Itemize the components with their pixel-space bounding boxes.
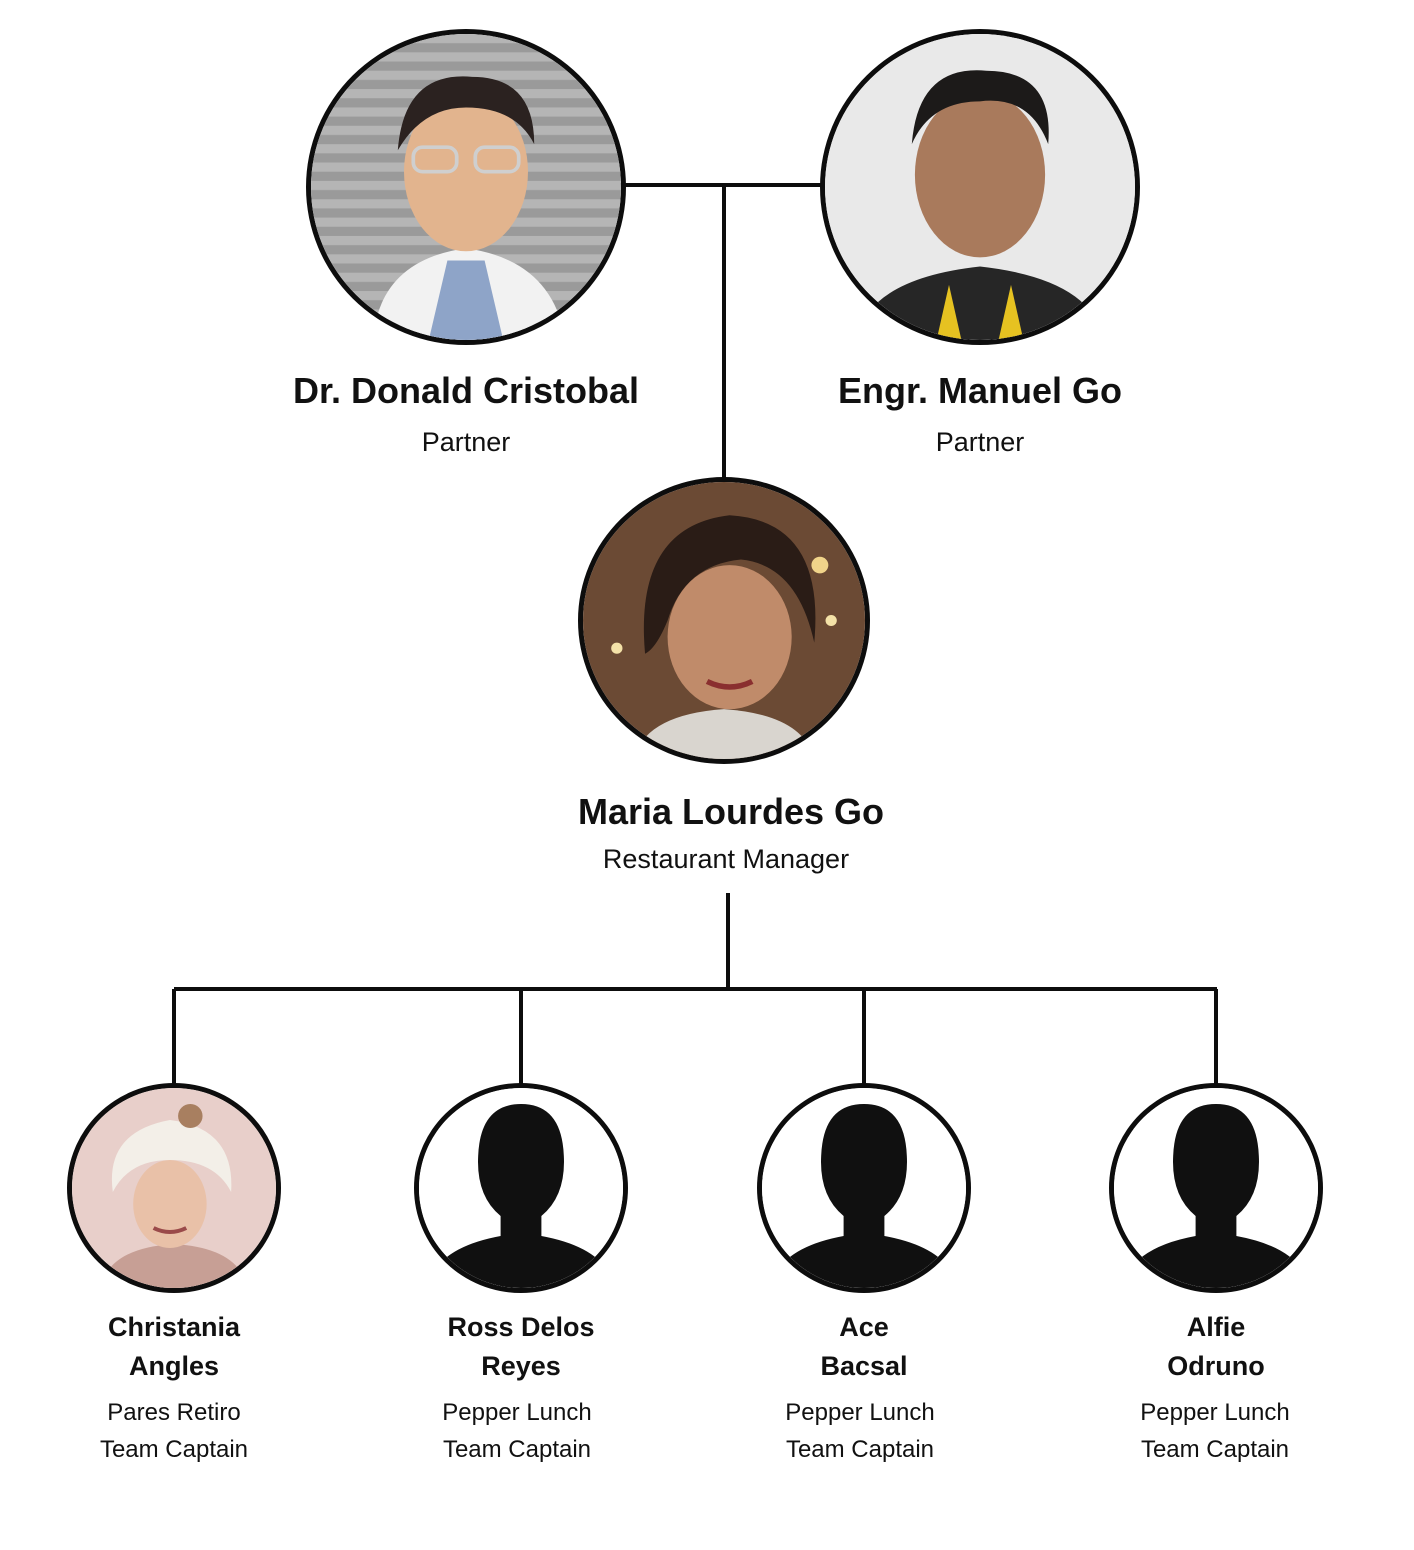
team-name-line2: Odruno (1167, 1351, 1265, 1381)
team-role-line1: Pepper Lunch (442, 1399, 592, 1426)
team-name-line1: Christania (107, 1312, 241, 1342)
partner-name-donald: Dr. Donald Cristobal (292, 370, 640, 411)
manager-name: Maria Lourdes Go (577, 791, 885, 832)
team-role-line1: Pepper Lunch (1140, 1399, 1290, 1426)
team-name-line1: Ace (839, 1312, 889, 1342)
team-role-line2: Team Captain (1140, 1436, 1290, 1463)
team-name-line2: Angles (128, 1351, 220, 1381)
team-role-line2: Team Captain (442, 1436, 592, 1463)
team-photo-alfie (1109, 1083, 1323, 1293)
team-name-line1: Alfie (1186, 1312, 1246, 1342)
team-name-christania: Christania Angles (44, 1308, 304, 1386)
manager-role: Restaurant Manager (602, 844, 850, 874)
team-name-line1: Ross Delos (447, 1312, 595, 1342)
partner-photo-manuel (820, 29, 1140, 345)
silhouette-icon (1122, 1104, 1310, 1288)
team-name-line2: Bacsal (820, 1351, 908, 1381)
partner-role-manuel: Partner (935, 427, 1025, 457)
partner-role-donald: Partner (421, 427, 511, 457)
team-role-line1: Pepper Lunch (785, 1399, 935, 1426)
team-photo-ross (414, 1083, 628, 1293)
silhouette-icon (770, 1104, 958, 1288)
team-role-alfie: Pepper Lunch Team Captain (1085, 1394, 1345, 1468)
manager-photo (578, 477, 870, 764)
team-role-christania: Pares Retiro Team Captain (44, 1394, 304, 1468)
team-role-line1: Pares Retiro (107, 1399, 241, 1426)
team-role-ross: Pepper Lunch Team Captain (387, 1394, 647, 1468)
team-name-line2: Reyes (481, 1351, 561, 1381)
team-role-line2: Team Captain (785, 1436, 935, 1463)
team-name-alfie: Alfie Odruno (1086, 1308, 1346, 1386)
partner-photo-donald (306, 29, 626, 345)
team-photo-christania (67, 1083, 281, 1293)
team-name-ross: Ross Delos Reyes (391, 1308, 651, 1386)
team-role-ace: Pepper Lunch Team Captain (730, 1394, 990, 1468)
partner-name-manuel: Engr. Manuel Go (837, 370, 1123, 411)
silhouette-icon (427, 1104, 615, 1288)
team-role-line2: Team Captain (99, 1436, 249, 1463)
team-name-ace: Ace Bacsal (734, 1308, 994, 1386)
team-photo-ace (757, 1083, 971, 1293)
